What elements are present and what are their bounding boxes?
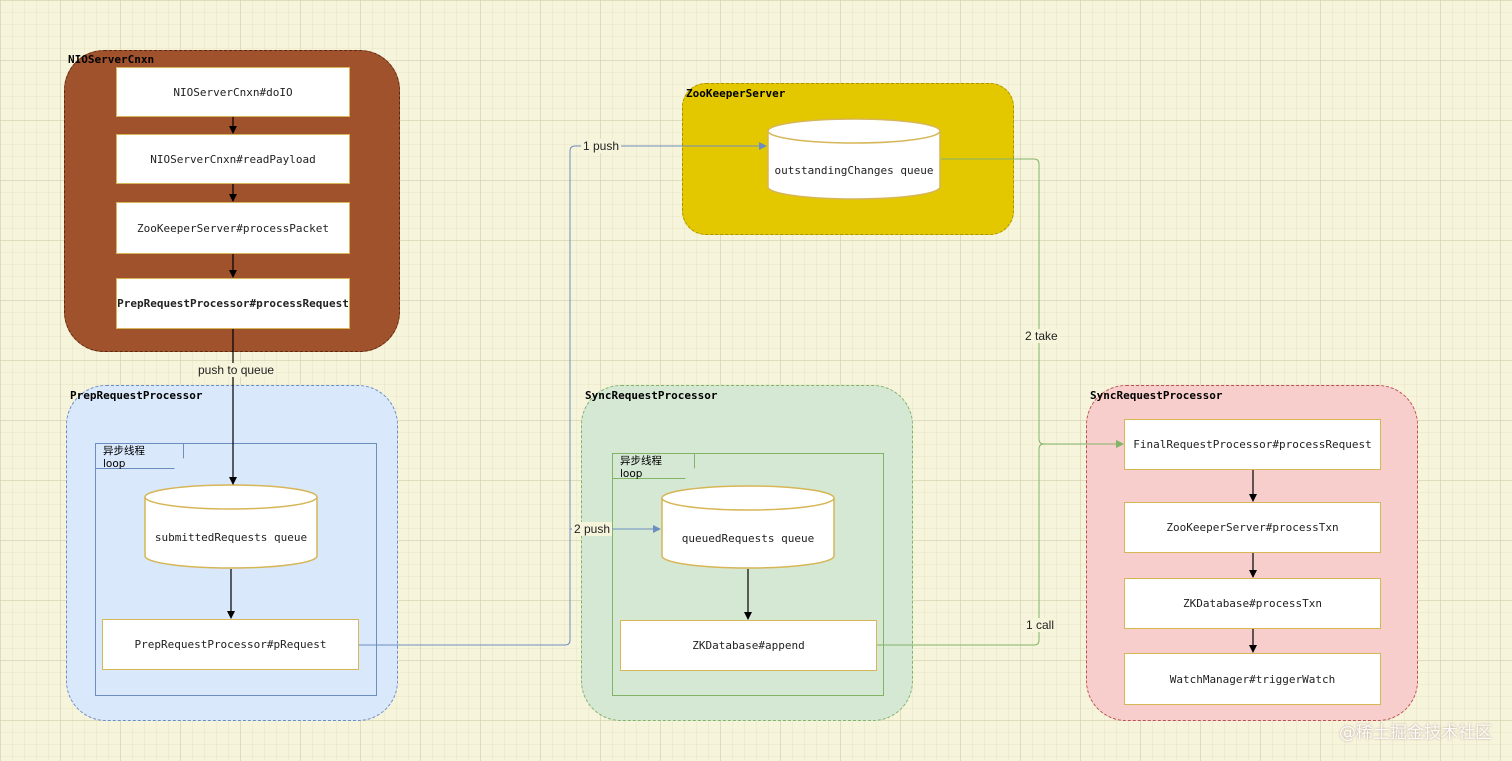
submittedrequests-queue-shape <box>144 484 318 569</box>
nio-step-processrequest: PrepRequestProcessor#processRequest <box>116 278 350 329</box>
outstandingchanges-queue-label: outstandingChanges queue <box>774 164 934 177</box>
final-step-zkdatabase-processtxn: ZKDatabase#processTxn <box>1124 578 1381 629</box>
nio-step-processpacket: ZooKeeperServer#processPacket <box>116 202 350 254</box>
prep-step-prequest: PrepRequestProcessor#pRequest <box>102 619 359 670</box>
final-step-triggerwatch: WatchManager#triggerWatch <box>1124 653 1381 705</box>
arrow-1-push <box>359 142 767 646</box>
nioservercnxn-group-title: NIOServerCnxn <box>68 53 155 66</box>
label-push-to-queue: push to queue <box>196 363 277 377</box>
outstandingchanges-queue: outstandingChanges queue <box>767 118 941 200</box>
final-processor-group-title: SyncRequestProcessor <box>1090 389 1223 402</box>
prep-loop-label: 异步线程 loop <box>96 444 184 469</box>
syncrequestprocessor-group-title: SyncRequestProcessor <box>585 389 718 402</box>
submittedrequests-queue: submittedRequests queue <box>144 484 318 569</box>
nio-step-readpayload: NIOServerCnxn#readPayload <box>116 134 350 184</box>
label-2-take: 2 take <box>1023 329 1060 343</box>
submittedrequests-queue-label: submittedRequests queue <box>154 531 308 544</box>
zookeeperserver-group-title: ZooKeeperServer <box>686 87 786 100</box>
sync-loop-frame: 异步线程 loop <box>612 453 884 696</box>
queuedrequests-queue-shape <box>661 485 835 569</box>
final-step-processtxn: ZooKeeperServer#processTxn <box>1124 502 1381 553</box>
sync-step-append: ZKDatabase#append <box>620 620 877 671</box>
sync-loop-label: 异步线程 loop <box>613 454 695 479</box>
watermark: @稀土掘金技术社区 <box>1339 723 1492 743</box>
queuedrequests-queue-label: queuedRequests queue <box>681 532 815 545</box>
label-2-push: 2 push <box>572 522 613 536</box>
label-1-push: 1 push <box>581 139 622 153</box>
label-1-call: 1 call <box>1024 618 1057 632</box>
outstandingchanges-queue-shape <box>767 118 941 200</box>
prep-loop-frame: 异步线程 loop <box>95 443 377 696</box>
arrow-1-call <box>877 440 1124 646</box>
arrow-2-take <box>941 158 1124 448</box>
nio-step-doio: NIOServerCnxn#doIO <box>116 67 350 117</box>
preprequestprocessor-group-title: PrepRequestProcessor <box>70 389 203 402</box>
final-step-processrequest: FinalRequestProcessor#processRequest <box>1124 419 1381 470</box>
queuedrequests-queue: queuedRequests queue <box>661 485 835 569</box>
